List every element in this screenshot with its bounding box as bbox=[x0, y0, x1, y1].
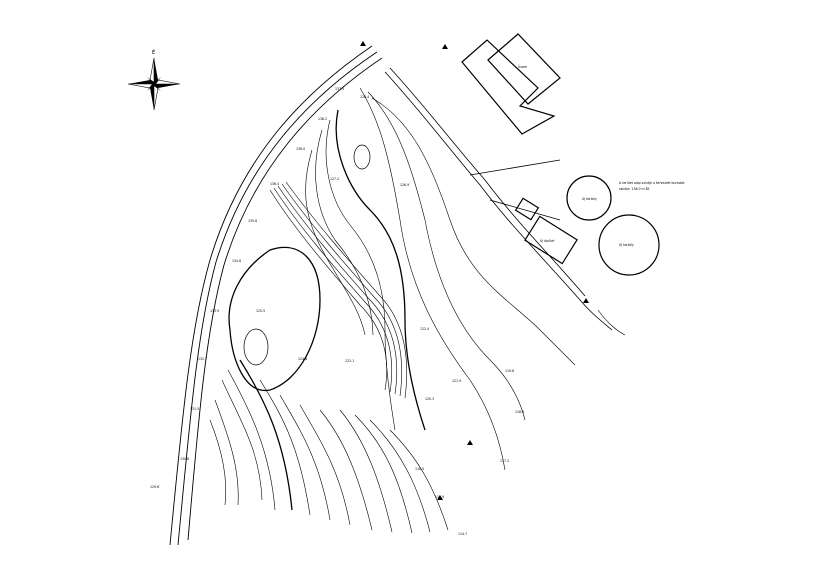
compass-north-label: É bbox=[152, 48, 155, 56]
survey-marker-icons bbox=[360, 41, 589, 500]
new-building bbox=[514, 197, 578, 265]
spot-height: 137.5 bbox=[335, 87, 344, 91]
spot-height: 125.5 bbox=[256, 309, 265, 313]
tank-1 bbox=[566, 175, 612, 221]
spot-height: 121.9 bbox=[452, 379, 461, 383]
tank-2-label: Új tartály bbox=[619, 242, 634, 247]
spot-height: 132.7 bbox=[198, 357, 207, 361]
spot-height: 136.4 bbox=[270, 182, 279, 186]
contour-lines bbox=[209, 87, 626, 534]
existing-building-label: Üzem bbox=[518, 64, 527, 69]
spot-height: 117.2 bbox=[500, 459, 509, 463]
spot-height: 116.5 bbox=[415, 467, 424, 471]
spot-height: 126.9 bbox=[400, 183, 409, 187]
new-building-label: Új épület bbox=[540, 238, 555, 243]
spot-height: 138.2 bbox=[318, 117, 327, 121]
compass-rose-icon bbox=[127, 57, 181, 111]
spot-height: 123.1 bbox=[345, 359, 354, 363]
existing-building bbox=[461, 33, 561, 135]
spot-height: 135.8 bbox=[248, 219, 257, 223]
tank-2 bbox=[598, 214, 660, 276]
spot-height: 119.8 bbox=[505, 369, 514, 373]
spot-height: 122.4 bbox=[420, 327, 429, 331]
spot-height: 127.2 bbox=[330, 177, 339, 181]
spot-height: 129.6 bbox=[150, 485, 159, 489]
spot-height: 114.7 bbox=[458, 532, 467, 536]
site-boundary bbox=[384, 67, 613, 331]
spot-height: 120.3 bbox=[425, 397, 434, 401]
spot-height: 131.5 bbox=[190, 407, 199, 411]
spot-heights: 137.5 138.2 138.0 136.4 135.8 134.6 133.… bbox=[150, 87, 524, 536]
spot-height: 138.0 bbox=[296, 147, 305, 151]
annotation-line-2: szintje: 138.0 m Bf. bbox=[619, 187, 650, 191]
tank-1-label: Új tartály bbox=[582, 196, 597, 201]
spot-height: 128.4 bbox=[360, 95, 369, 99]
spot-height: 133.9 bbox=[210, 309, 219, 313]
road bbox=[169, 45, 383, 546]
annotation-line-1: A terület alap szintje a tervezett burko… bbox=[619, 181, 685, 185]
spot-height: 124.8 bbox=[298, 357, 307, 361]
spot-height: 118.6 bbox=[515, 410, 524, 414]
spot-height: 134.6 bbox=[232, 259, 241, 263]
spot-height: 130.8 bbox=[180, 457, 189, 461]
